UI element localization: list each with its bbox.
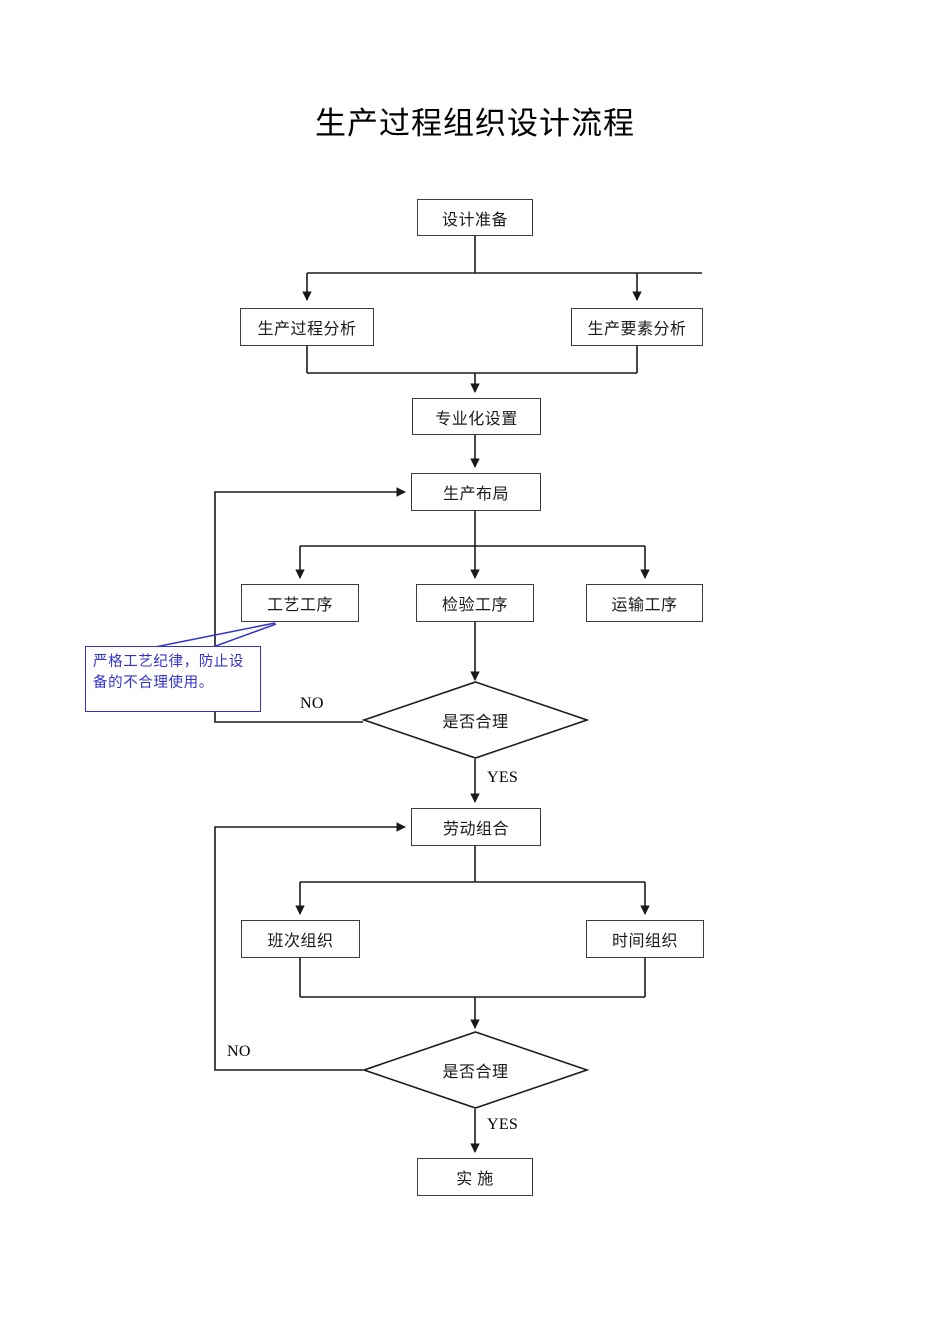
node-label: 检验工序 (441, 597, 508, 614)
node-label: 运输工序 (611, 597, 678, 614)
callout-note[interactable]: 严格工艺纪律，防止设备的不合理使用。 (85, 646, 261, 712)
edge-label-yes-upper: YES (487, 769, 519, 786)
node-decision-two[interactable]: 是否合理 (361, 1031, 590, 1109)
node-label: 时间组织 (611, 933, 678, 950)
node-process-analysis[interactable]: 生产过程分析 (240, 308, 374, 346)
edge-label-no-upper: NO (300, 695, 324, 712)
node-label: 生产过程分析 (257, 321, 357, 338)
node-factor-analysis[interactable]: 生产要素分析 (571, 308, 703, 346)
edge-label-no-lower: NO (227, 1043, 251, 1060)
node-label: 生产布局 (442, 486, 509, 503)
node-specialization[interactable]: 专业化设置 (412, 398, 541, 435)
node-time-org[interactable]: 时间组织 (586, 920, 704, 958)
node-craft-process[interactable]: 工艺工序 (241, 584, 359, 622)
node-inspect-process[interactable]: 检验工序 (416, 584, 534, 622)
node-transport-process[interactable]: 运输工序 (586, 584, 703, 622)
node-label: 实 施 (456, 1171, 494, 1188)
node-shift-org[interactable]: 班次组织 (241, 920, 360, 958)
node-production-layout[interactable]: 生产布局 (411, 473, 541, 511)
node-label: 班次组织 (267, 933, 334, 950)
page-title: 生产过程组织设计流程 (315, 106, 635, 141)
node-implement[interactable]: 实 施 (417, 1158, 533, 1196)
edge-label-yes-lower: YES (487, 1116, 519, 1133)
callout-text: 严格工艺纪律，防止设备的不合理使用。 (93, 654, 244, 691)
node-design-prep[interactable]: 设计准备 (417, 199, 533, 236)
node-label: 工艺工序 (266, 597, 333, 614)
node-decision-one[interactable]: 是否合理 (361, 681, 590, 759)
node-label: 设计准备 (441, 211, 508, 229)
node-labor-combination[interactable]: 劳动组合 (411, 808, 541, 846)
node-label: 专业化设置 (435, 410, 518, 428)
node-label: 劳动组合 (442, 821, 509, 838)
node-label: 生产要素分析 (587, 321, 687, 338)
